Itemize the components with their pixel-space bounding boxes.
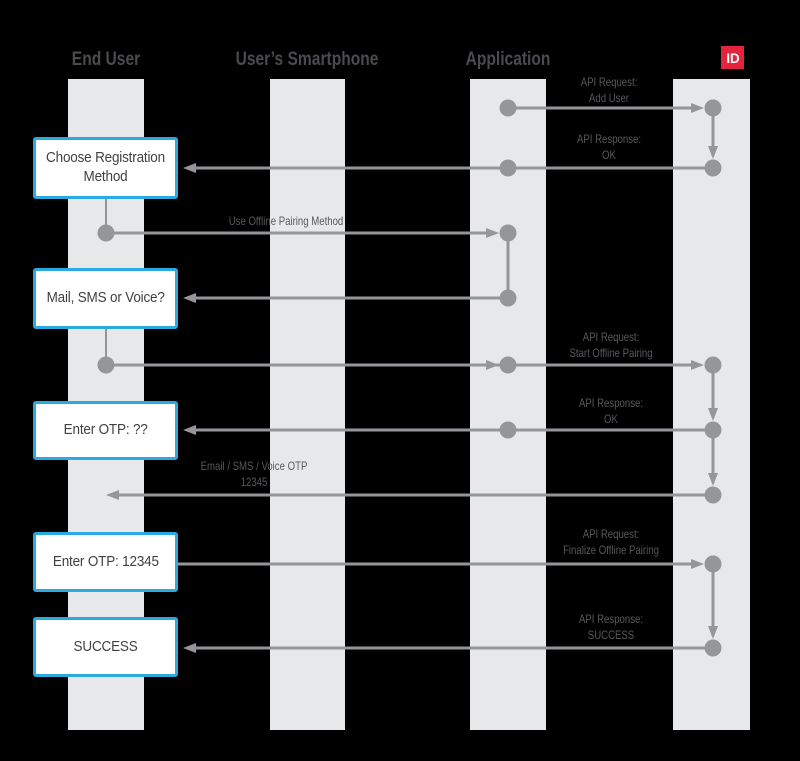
message-label-api-response-ok-1: API Response: OK — [577, 132, 641, 163]
message-line: Finalize Offline Pairing — [563, 542, 659, 557]
message-line: Add User — [588, 90, 630, 105]
lifeline-dot — [704, 486, 722, 504]
arrowhead-right-icon — [691, 559, 704, 569]
message-label-api-request-start-offline-pairing: API Request: Start Offline Pairing — [569, 330, 652, 361]
lifeline-dot — [499, 356, 517, 374]
arrowhead-left-icon — [106, 490, 119, 500]
message-line: API Response: — [576, 132, 642, 146]
connector-mail-sms-voice-to-dot — [105, 329, 107, 365]
arrowhead-down-icon — [708, 408, 718, 421]
flow-box-label: Enter OTP: ?? — [63, 421, 148, 439]
flow-box-success: SUCCESS — [33, 617, 178, 677]
message-line: Use Offline Pairing Method — [228, 214, 344, 228]
message-line: API Response: — [578, 612, 644, 626]
arrowhead-left-icon — [183, 163, 196, 173]
lifeline-dot — [704, 159, 722, 177]
arrowhead-right-icon — [486, 360, 499, 370]
lifeline-dot — [499, 99, 517, 117]
lane-header-users-smartphone: User’s Smartphone — [235, 49, 379, 70]
line-finalize-offline-pairing — [178, 562, 695, 566]
message-line: API Request: — [580, 75, 638, 89]
message-line: API Request: — [582, 527, 640, 541]
arrowhead-right-icon — [486, 228, 499, 238]
message-line: Start Offline Pairing — [569, 345, 653, 360]
message-label-api-response-ok-2: API Response: OK — [579, 396, 643, 427]
message-label-email-sms-voice-otp: Email / SMS / Voice OTP 12345 — [201, 459, 308, 490]
id-logo: ID — [721, 46, 744, 69]
flow-box-label: Mail, SMS or Voice? — [46, 289, 165, 307]
lifeline-segment-application — [506, 233, 510, 298]
lifeline-dot — [97, 224, 115, 242]
message-label-api-request-finalize-offline-pairing: API Request: Finalize Offline Pairing — [563, 527, 659, 558]
lifeline-dot — [704, 421, 722, 439]
message-line: API Request: — [582, 330, 640, 344]
message-label-api-response-success: API Response: SUCCESS — [579, 612, 643, 643]
lifeline-dot — [97, 356, 115, 374]
flow-box-label: SUCCESS — [73, 637, 138, 655]
flow-box-enter-otp-unknown: Enter OTP: ?? — [33, 401, 178, 460]
message-label-use-offline-pairing-method: Use Offline Pairing Method — [229, 214, 344, 230]
arrowhead-left-icon — [183, 425, 196, 435]
lifeline-dot — [704, 639, 722, 657]
line-start-offline-pairing — [106, 363, 695, 367]
lifeline-segment-id-4 — [711, 564, 715, 636]
arrowhead-right-icon — [691, 103, 704, 113]
lane-users-smartphone — [270, 79, 345, 730]
lane-header-end-user: End User — [71, 49, 141, 70]
lifeline-dot — [704, 356, 722, 374]
line-api-response-ok-1 — [196, 166, 713, 170]
arrowhead-down-icon — [708, 626, 718, 639]
message-line: OK — [604, 411, 618, 426]
lifeline-dot — [704, 555, 722, 573]
flow-box-mail-sms-or-voice: Mail, SMS or Voice? — [33, 268, 178, 329]
arrowhead-left-icon — [183, 643, 196, 653]
lane-header-application: Application — [465, 49, 551, 70]
message-label-api-request-add-user: API Request: Add User — [581, 75, 638, 106]
lifeline-dot — [499, 224, 517, 242]
message-line: 12345 — [240, 474, 268, 489]
flow-box-label: Choose Registration Method — [46, 149, 165, 185]
arrowhead-down-icon — [708, 146, 718, 159]
lifeline-segment-id-1 — [711, 108, 715, 156]
lane-application — [470, 79, 546, 730]
line-api-response-success — [196, 646, 713, 650]
line-api-response-ok-2 — [196, 428, 713, 432]
line-api-request-add-user — [508, 106, 695, 110]
arrowhead-right-icon — [691, 360, 704, 370]
id-logo-text: ID — [725, 49, 740, 66]
flow-box-label: Enter OTP: 12345 — [52, 552, 159, 570]
message-line: SUCCESS — [587, 627, 635, 642]
lifeline-dot — [499, 159, 517, 177]
connector-choose-registration-to-dot — [105, 199, 107, 233]
lifeline-dot — [499, 289, 517, 307]
line-otp-delivery — [118, 493, 713, 497]
lifeline-segment-id-3 — [711, 430, 715, 483]
arrowhead-down-icon — [708, 473, 718, 486]
lifeline-segment-id-2 — [711, 365, 715, 418]
lifeline-dot — [499, 421, 517, 439]
message-line: API Response: — [578, 396, 644, 410]
flow-box-choose-registration-method: Choose Registration Method — [33, 137, 178, 199]
arrowhead-left-icon — [183, 293, 196, 303]
message-line: OK — [602, 147, 616, 162]
line-mail-sms-voice-prompt — [196, 296, 508, 300]
line-use-offline-pairing — [106, 231, 490, 235]
lifeline-dot — [704, 99, 722, 117]
message-line: Email / SMS / Voice OTP — [200, 459, 308, 473]
flow-box-enter-otp-12345: Enter OTP: 12345 — [33, 532, 178, 592]
